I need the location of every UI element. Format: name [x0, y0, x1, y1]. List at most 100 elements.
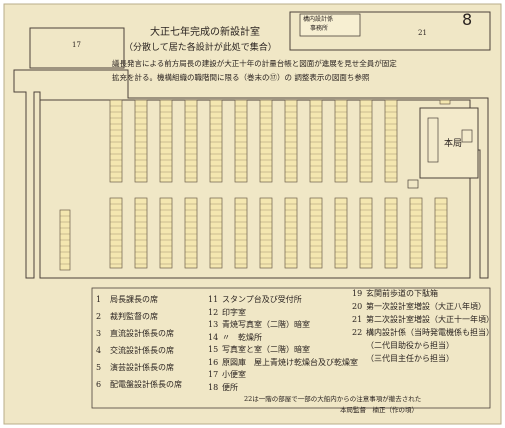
- legend-item-text: 第二次設計室増設（大正十一年頃）: [366, 315, 494, 324]
- legend-item-number: 6: [96, 380, 102, 389]
- heading-line-2: （分散して居た各設計が此処で集合）: [124, 43, 277, 53]
- desk-upper: [159, 99, 173, 183]
- legend-item-number: 19: [352, 289, 363, 298]
- top-left-room: [29, 27, 125, 69]
- legend-item: 6 配電盤設計係長の席: [96, 381, 182, 389]
- legend-item-text: 玄関前歩道の下駄箱: [366, 289, 438, 298]
- desk-lower: [334, 197, 348, 269]
- legend-item-number: 15: [208, 345, 219, 354]
- legend-item-number: 12: [208, 307, 219, 317]
- legend-item-number: 13: [208, 320, 219, 329]
- desk-upper: [184, 99, 198, 183]
- legend-item-number: 21: [352, 315, 363, 324]
- entrance-step: [407, 179, 419, 189]
- legend-item: 4 交流設計係長の席: [96, 347, 174, 355]
- legend-item-text: スタンプ台及び受付所: [222, 295, 302, 304]
- desk-rows: [59, 99, 451, 271]
- legend-item-number: 14: [208, 332, 219, 342]
- legend-item-text: （三代目主任から担当）: [366, 354, 454, 363]
- stair-block: [427, 117, 439, 163]
- small-room: [461, 129, 473, 143]
- desk-upper: [359, 99, 373, 183]
- desk-lower: [284, 197, 298, 269]
- legend-item: （二代目助役から担当）: [352, 342, 454, 350]
- stamp-line-2: 事務所: [310, 25, 329, 32]
- desk-lower: [209, 197, 223, 269]
- description-line-2: 拡充を計る。機構組織の職階間に限る（巻末の⑰）の 調整表示の図面ち参照: [112, 73, 370, 82]
- desk-upper: [384, 99, 398, 183]
- legend-item-number: 3: [96, 329, 102, 338]
- legend-item: 3 直流設計係長の席: [96, 330, 174, 338]
- desk-upper: [259, 99, 273, 183]
- description-line-1: 議長発言による前方局長の建設が大正十年の計量台帳と図面が進展を見せ全員が固定: [112, 59, 397, 68]
- legend-item-text: 印字室: [222, 307, 246, 317]
- legend-item-text: 裁判監督の席: [110, 312, 158, 321]
- legend-item-text: 直流設計係長の席: [110, 329, 174, 338]
- legend-item-text: 写真室と室（二階）暗室: [222, 345, 310, 354]
- desk-lower: [409, 197, 423, 269]
- main-office-room: [419, 107, 479, 179]
- legend-signature: 本局監督 楠正（作の頃）: [340, 406, 418, 414]
- legend-item-number: 1: [96, 295, 102, 304]
- legend-item-text: 配電盤設計係長の席: [110, 380, 182, 389]
- legend-item-number: 22: [352, 328, 363, 337]
- desk-lower: [259, 197, 273, 269]
- stamp-line-1: 構内設計係: [303, 16, 334, 23]
- desk-lower: [109, 197, 123, 269]
- office-stamp-box: [299, 13, 361, 37]
- desk-upper: [284, 99, 298, 183]
- desk-upper: [309, 99, 323, 183]
- legend-item: （三代目主任から担当）: [352, 355, 454, 363]
- legend-item-number: 4: [96, 346, 102, 355]
- legend-item-number: 20: [352, 302, 363, 311]
- legend-item: 14〃 乾燥所: [208, 332, 262, 342]
- legend-item-text: 交流設計係長の席: [110, 346, 174, 355]
- legend-item-text: 便所: [222, 382, 238, 392]
- room-label-21: 21: [418, 29, 427, 37]
- desk-lower: [234, 197, 248, 269]
- legend-item-number: 18: [208, 382, 219, 392]
- desk-upper: [109, 99, 123, 183]
- legend-frame: [91, 287, 491, 409]
- desk-lower: [384, 197, 398, 269]
- legend-item-text: 青焼写真室（二階）暗室: [222, 320, 310, 329]
- desk-lower: [309, 197, 323, 269]
- legend-item-number: 11: [208, 295, 219, 304]
- legend-item-text: 第一次設計室増設（大正八年頃）: [366, 302, 486, 311]
- legend-item-number: 17: [208, 370, 219, 379]
- page-number: 8: [462, 10, 473, 29]
- legend-item-text: 小便室: [222, 370, 246, 379]
- desk-upper: [334, 99, 348, 183]
- desk-upper: [234, 99, 248, 183]
- legend-item-text: （二代目助役から担当）: [366, 341, 454, 350]
- top-right-room: [289, 11, 491, 51]
- legend-item-number: 5: [96, 363, 102, 372]
- desk-top-strip: [439, 99, 451, 105]
- legend-item-text: 原図庫 屋上青焼け乾燥台及び乾燥室: [222, 357, 358, 367]
- legend-item-text: 構内設計係（当時発電機係も担当）: [366, 328, 494, 337]
- desk-upper: [134, 99, 148, 183]
- desk-lower: [184, 197, 198, 269]
- desk-lower: [159, 197, 173, 269]
- desk-lower: [359, 197, 373, 269]
- desk-lower: [434, 197, 448, 269]
- desk-lower: [134, 197, 148, 269]
- legend-item-number: 16: [208, 357, 219, 367]
- heading-line-1: 大正七年完成の新設計室: [150, 27, 260, 38]
- legend-item-text: 〃 乾燥所: [222, 332, 262, 342]
- main-office-label: 本局: [444, 139, 463, 149]
